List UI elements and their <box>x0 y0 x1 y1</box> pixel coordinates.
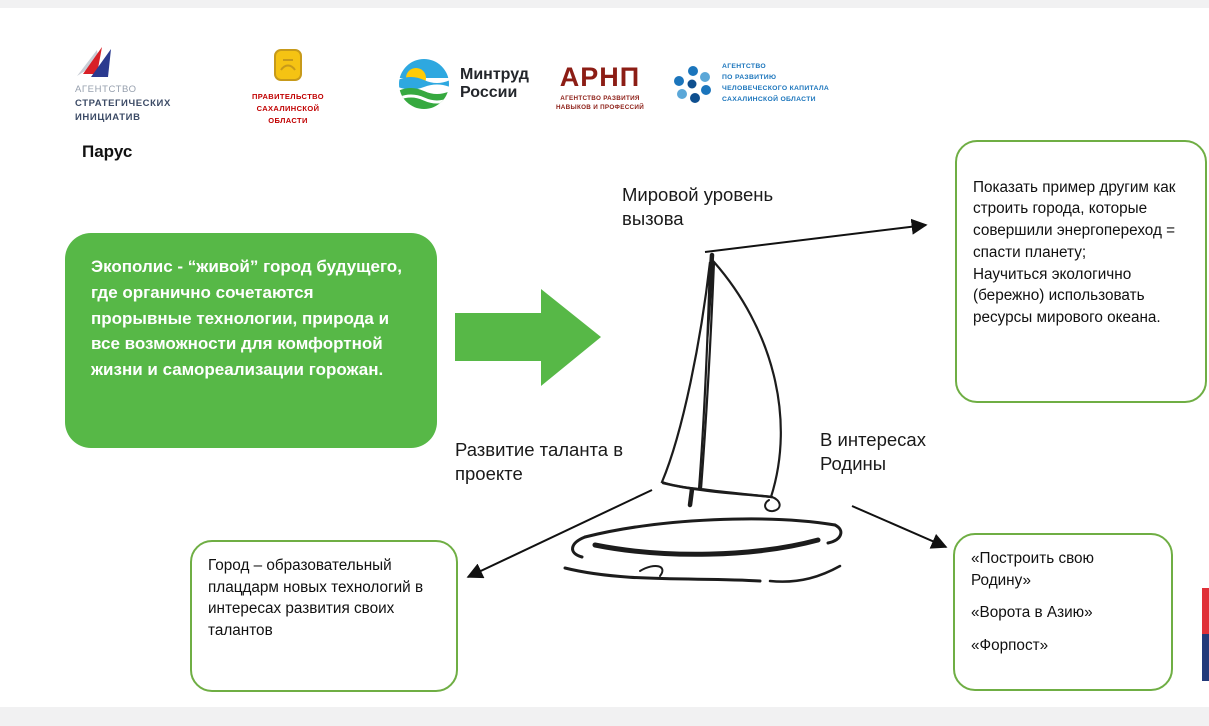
asi-line2: СТРАТЕГИЧЕСКИХ <box>75 97 171 109</box>
hcd-line3: ЧЕЛОВЕЧЕСКОГО КАПИТАЛА <box>722 84 830 92</box>
arnp-logo: АРНП АГЕНТСТВО РАЗВИТИЯ НАВЫКОВ И ПРОФЕС… <box>552 64 648 113</box>
ecopolis-description-box: Экополис - “живой” город будущего, где о… <box>65 233 437 448</box>
ecopolis-description-text: Экополис - “живой” город будущего, где о… <box>91 257 402 380</box>
arrow-to-bottom-left-callout <box>466 489 653 579</box>
top-gray-strip <box>0 0 1209 8</box>
mintrud-logo: Минтруд России <box>398 58 529 110</box>
sakhalin-government-logo: ПРАВИТЕЛЬСТВО САХАЛИНСКОЙ ОБЛАСТИ <box>240 48 336 127</box>
mintrud-line1: Минтруд <box>460 65 529 83</box>
callout-bottom-right: «Построить свою Родину» «Ворота в Азию» … <box>953 533 1173 691</box>
human-capital-agency-logo: АГЕНТСТВО ПО РАЗВИТИЮ ЧЕЛОВЕЧЕСКОГО КАПИ… <box>672 62 829 106</box>
sailboat-sketch <box>563 252 843 583</box>
asi-arrow-icon <box>77 47 111 77</box>
human-capital-agency-text: АГЕНТСТВО ПО РАЗВИТИЮ ЧЕЛОВЕЧЕСКОГО КАПИ… <box>722 62 829 106</box>
callout-top-right-text: Показать пример другим как строить город… <box>973 178 1176 327</box>
hcd-line2: ПО РАЗВИТИЮ <box>722 73 777 81</box>
arnp-line2: НАВЫКОВ И ПРОФЕССИЙ <box>555 104 645 112</box>
arnp-line1: АГЕНТСТВО РАЗВИТИЯ <box>560 95 640 102</box>
arrow-to-bottom-right-callout <box>851 505 948 549</box>
callout-top-right: Показать пример другим как строить город… <box>955 140 1207 403</box>
gov-line2: САХАЛИНСКОЙ <box>256 104 320 113</box>
label-talent-development: Развитие таланта в проекте <box>455 439 624 485</box>
edge-flag-blue-segment <box>1202 634 1209 681</box>
sakhalin-government-text: ПРАВИТЕЛЬСТВО САХАЛИНСКОЙ ОБЛАСТИ <box>240 91 336 127</box>
asi-line1: АГЕНТСТВО <box>75 84 137 95</box>
mintrud-emblem-icon <box>399 59 449 109</box>
callout-bottom-left: Город – образовательный плацдарм новых т… <box>190 540 458 692</box>
asi-line3: ИНИЦИАТИВ <box>75 111 141 123</box>
label-motherland-interests: В интересах Родины <box>820 429 926 475</box>
hcd-line4: САХАЛИНСКОЙ ОБЛАСТИ <box>722 95 816 103</box>
label-world-level-challenge: Мировой уровень вызова <box>622 184 774 230</box>
quote-build-motherland: «Построить свою Родину» <box>971 550 1095 589</box>
green-block-arrow-icon <box>455 289 601 386</box>
mintrud-line2: России <box>460 84 518 101</box>
page-title: Парус <box>82 142 133 161</box>
asi-logo-text: АГЕНТСТВО СТРАТЕГИЧЕСКИХ ИНИЦИАТИВ <box>75 83 171 124</box>
mintrud-text: Минтруд России <box>460 66 529 103</box>
quote-outpost: «Форпост» <box>971 637 1049 655</box>
arnp-abbr: АРНП <box>559 62 641 92</box>
edge-flag-red-segment <box>1202 588 1209 634</box>
bottom-gray-strip <box>0 707 1209 726</box>
gov-line3: ОБЛАСТИ <box>268 116 308 125</box>
sakhalin-crest-icon <box>274 49 302 81</box>
gov-line1: ПРАВИТЕЛЬСТВО <box>251 92 325 101</box>
arnp-subtitle: АГЕНТСТВО РАЗВИТИЯ НАВЫКОВ И ПРОФЕССИЙ <box>552 94 648 113</box>
quote-gates-to-asia: «Ворота в Азию» <box>971 604 1093 622</box>
human-capital-dots-icon <box>674 65 711 103</box>
asi-logo: АГЕНТСТВО СТРАТЕГИЧЕСКИХ ИНИЦИАТИВ <box>75 46 171 124</box>
hcd-line1: АГЕНТСТВО <box>722 63 766 70</box>
callout-bottom-left-text: Город – образовательный плацдарм новых т… <box>208 557 424 640</box>
